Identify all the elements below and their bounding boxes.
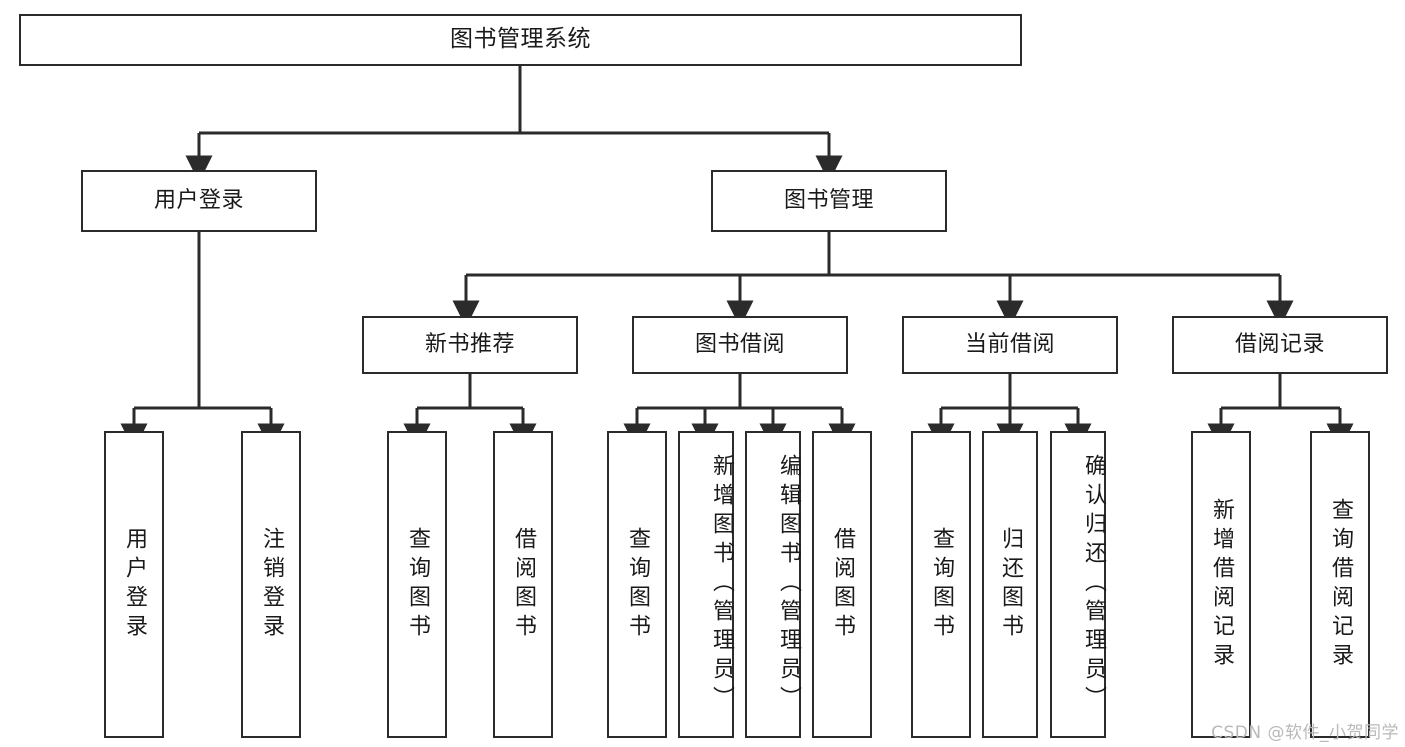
node-book-management[interactable]: 图书管理 <box>711 170 947 232</box>
node-root-system[interactable]: 图书管理系统 <box>19 14 1022 66</box>
leaf-edit-book-admin[interactable]: 编辑图书（管理员） <box>745 431 801 738</box>
leaf-query-book-borrow[interactable]: 查询图书 <box>607 431 667 738</box>
leaf-query-borrow-record[interactable]: 查询借阅记录 <box>1310 431 1370 738</box>
leaf-logout[interactable]: 注销登录 <box>241 431 301 738</box>
leaf-confirm-return-admin[interactable]: 确认归还（管理员） <box>1050 431 1106 738</box>
leaf-query-book-recommend[interactable]: 查询图书 <box>387 431 447 738</box>
leaf-add-book-admin[interactable]: 新增图书（管理员） <box>678 431 734 738</box>
node-user-login[interactable]: 用户登录 <box>81 170 317 232</box>
leaf-borrow-book-borrow[interactable]: 借阅图书 <box>812 431 872 738</box>
node-book-borrow[interactable]: 图书借阅 <box>632 316 848 374</box>
leaf-query-book-current[interactable]: 查询图书 <box>911 431 971 738</box>
leaf-add-borrow-record[interactable]: 新增借阅记录 <box>1191 431 1251 738</box>
leaf-borrow-book-recommend[interactable]: 借阅图书 <box>493 431 553 738</box>
node-borrow-record[interactable]: 借阅记录 <box>1172 316 1388 374</box>
leaf-return-book[interactable]: 归还图书 <box>982 431 1038 738</box>
node-new-book-recommend[interactable]: 新书推荐 <box>362 316 578 374</box>
node-current-borrow[interactable]: 当前借阅 <box>902 316 1118 374</box>
leaf-user-login[interactable]: 用户登录 <box>104 431 164 738</box>
csdn-watermark: CSDN @软件_小贺同学 <box>1211 723 1399 743</box>
